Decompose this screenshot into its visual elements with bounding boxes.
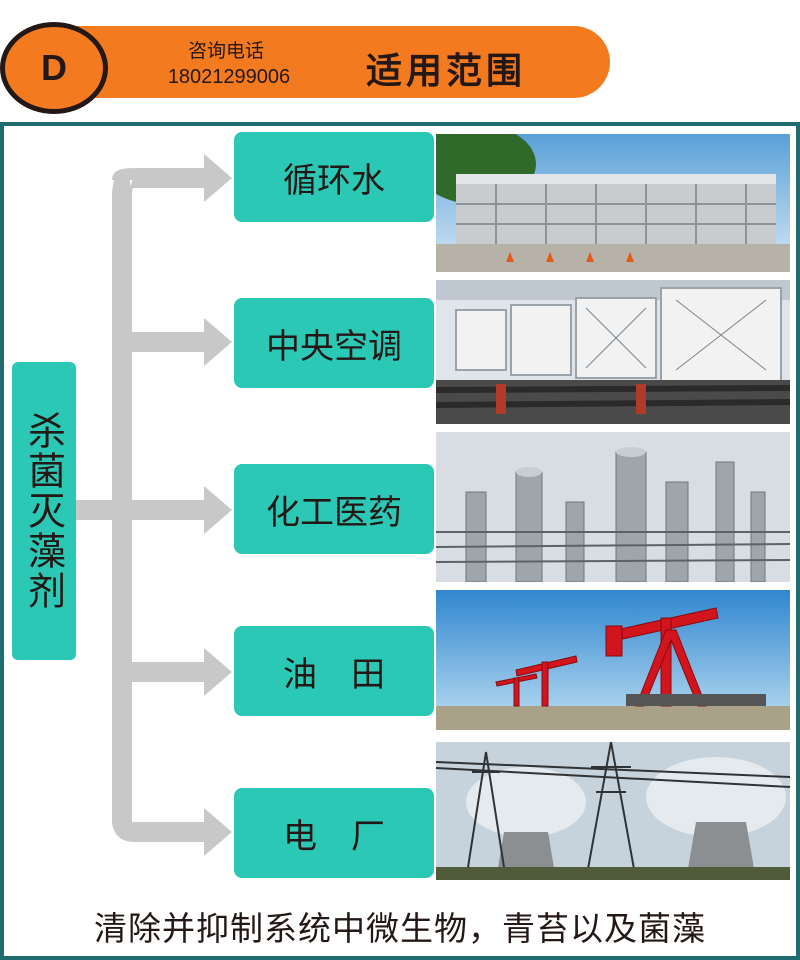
arrow-head — [204, 808, 232, 856]
category-circulating-water[interactable]: 循环水 — [234, 132, 434, 222]
cooling-tower-photo — [436, 134, 790, 284]
consult-phone-label: 咨询电话 — [187, 40, 264, 62]
category-oilfield[interactable]: 油 田 — [234, 626, 434, 716]
category-power-plant[interactable]: 电 厂 — [234, 788, 434, 878]
category-central-ac[interactable]: 中央空调 — [234, 298, 434, 388]
agent-label: 杀菌灭藻剂 — [21, 411, 66, 611]
agent-label-box: 杀菌灭藻剂 — [12, 362, 76, 660]
footer-description: 清除并抑制系统中微生物，青苔以及菌藻 — [94, 909, 706, 948]
header-banner — [40, 26, 610, 98]
section-title: 适用范围 — [366, 51, 527, 92]
arrow-head — [204, 486, 232, 534]
arrow-head — [204, 648, 232, 696]
section-letter-badge: D — [0, 22, 108, 114]
category-chemical-pharma[interactable]: 化工医药 — [234, 464, 434, 554]
consult-phone-number[interactable]: 18021299006 — [167, 66, 291, 88]
section-letter: D — [41, 47, 67, 88]
chemical-plant-photo — [436, 432, 790, 582]
oil-pumpjack-photo — [436, 590, 790, 740]
power-plant-photo — [436, 742, 790, 892]
arrow-head — [204, 318, 232, 366]
header-bar: D 咨询电话 18021299006 适用范围 — [0, 22, 610, 114]
central-ac-units-photo — [436, 280, 790, 430]
arrow-head — [204, 154, 232, 202]
